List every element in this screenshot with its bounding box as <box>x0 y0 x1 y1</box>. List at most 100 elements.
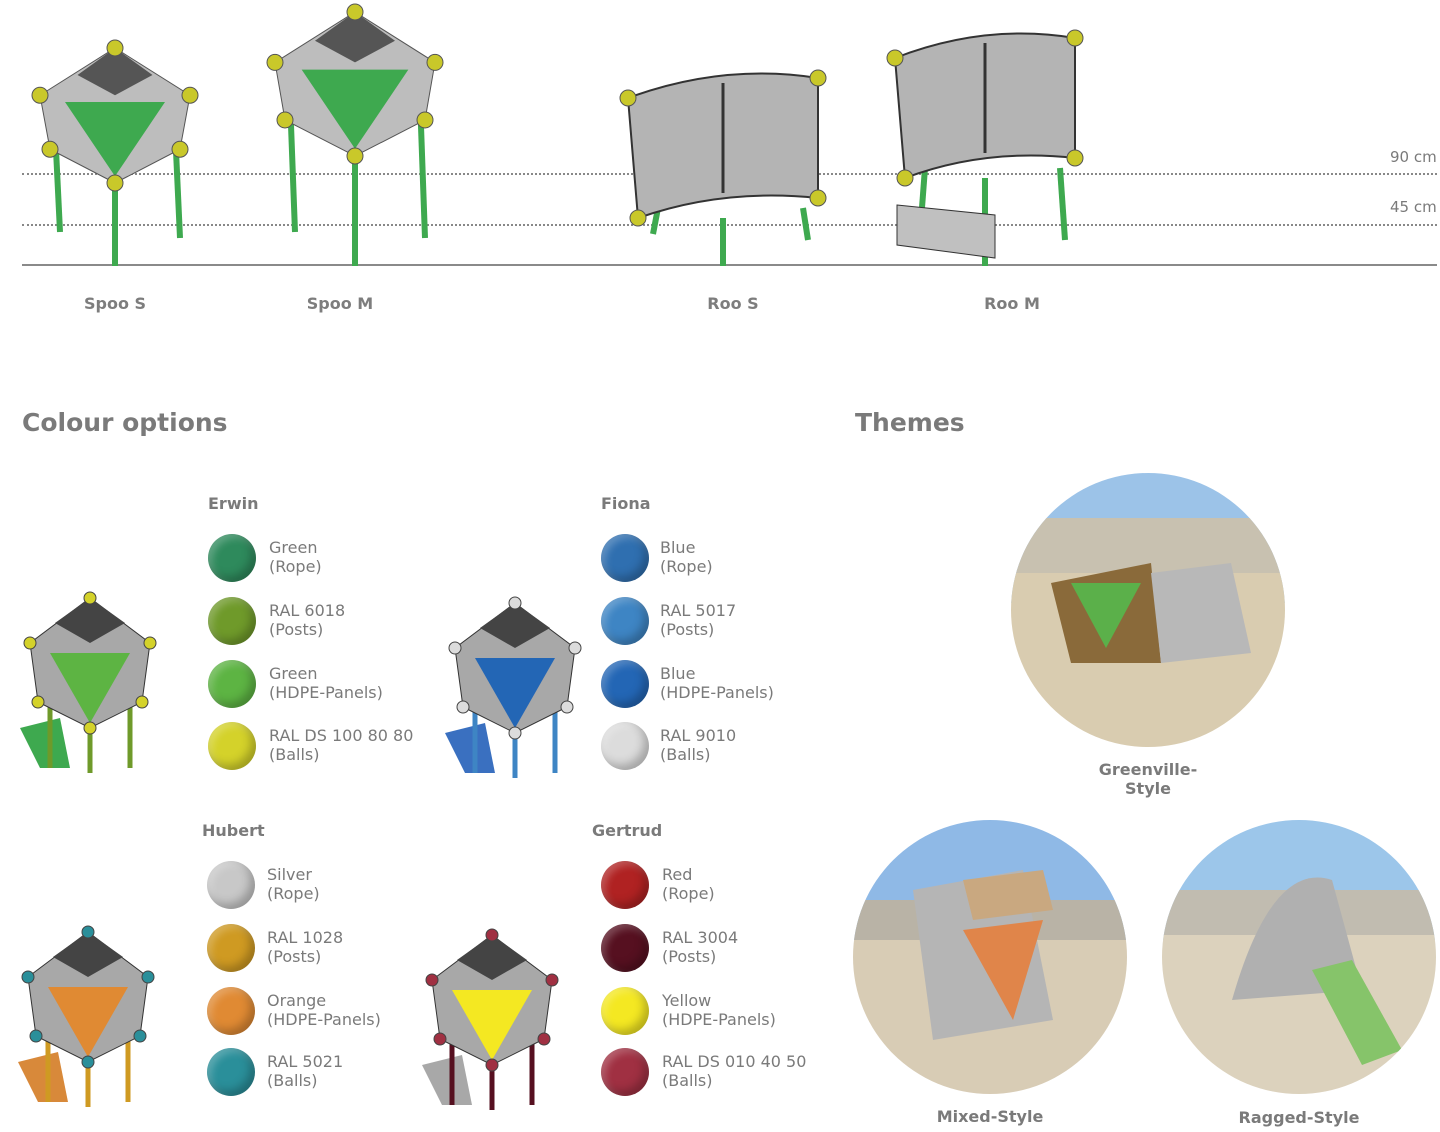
post <box>1057 167 1068 241</box>
colour-swatch <box>207 924 255 972</box>
colour-swatch <box>601 597 649 645</box>
swatch-name: RAL 1028 <box>267 928 344 947</box>
ball <box>31 86 49 104</box>
swatch-label: Orange(HDPE-Panels) <box>267 991 381 1029</box>
swatch-name: Green <box>269 538 318 557</box>
ball <box>143 636 157 650</box>
swatch-usage: (Balls) <box>267 1071 318 1090</box>
swatch-label: RAL 5021(Balls) <box>267 1052 343 1090</box>
swatch-usage: (Balls) <box>269 745 320 764</box>
swatch-label: RAL 6018(Posts) <box>269 601 345 639</box>
ball <box>41 140 59 158</box>
ball <box>416 111 434 129</box>
theme-photo-ragged[interactable] <box>1162 820 1436 1094</box>
swatch-label: Yellow(HDPE-Panels) <box>662 991 776 1029</box>
swatch-name: Yellow <box>662 991 712 1010</box>
ball <box>181 86 199 104</box>
swatch-usage: (Balls) <box>660 745 711 764</box>
product-label-spoo-s: Spoo S <box>83 294 147 313</box>
ball <box>508 596 522 610</box>
frame-panel <box>454 602 576 734</box>
ball <box>106 39 124 57</box>
ball <box>560 700 574 714</box>
height-line-45 <box>22 224 1437 226</box>
swatch-label: RAL DS 100 80 80(Balls) <box>269 726 413 764</box>
ball <box>23 636 37 650</box>
hdpe-panel <box>50 653 130 723</box>
swatch-name: RAL 3004 <box>662 928 739 947</box>
ball <box>81 1055 95 1069</box>
swatch-label: Green(HDPE-Panels) <box>269 664 383 702</box>
swatch-usage: (Rope) <box>267 884 320 903</box>
ball <box>266 53 284 71</box>
ground-line <box>22 264 1437 266</box>
group-name-hubert: Hubert <box>202 821 265 840</box>
roof-panel <box>315 12 395 63</box>
ball <box>485 928 499 942</box>
ball <box>809 69 827 87</box>
ball <box>81 925 95 939</box>
swatch-usage: (Rope) <box>269 557 322 576</box>
ball <box>485 1058 499 1072</box>
ball <box>21 970 35 984</box>
swatch-usage: (Posts) <box>267 947 322 966</box>
ball <box>537 1032 551 1046</box>
ball <box>1066 149 1084 167</box>
ball <box>619 89 637 107</box>
swatch-name: Blue <box>660 664 696 683</box>
swatch-name: Silver <box>267 865 312 884</box>
swatch-name: RAL DS 100 80 80 <box>269 726 414 745</box>
stairs <box>422 1055 472 1105</box>
height-label-45: 45 cm <box>1390 198 1437 216</box>
swatch-name: RAL 9010 <box>660 726 737 745</box>
ball <box>83 591 97 605</box>
colour-swatch <box>601 1048 649 1096</box>
themes-heading: Themes <box>855 408 965 437</box>
ball <box>896 169 914 187</box>
frame-panel <box>431 934 553 1066</box>
slide-panel <box>896 204 996 259</box>
ball <box>568 641 582 655</box>
ball <box>106 174 124 192</box>
colour-swatch <box>601 660 649 708</box>
swatch-name: Orange <box>267 991 327 1010</box>
colour-swatch <box>208 660 256 708</box>
ball <box>29 1029 43 1043</box>
ball <box>346 147 364 165</box>
colour-options-heading: Colour options <box>22 408 228 437</box>
colour-swatch <box>601 924 649 972</box>
ball <box>545 973 559 987</box>
theme-label-greenville: Greenville-Style <box>1098 760 1198 798</box>
swatch-label: Red(Rope) <box>662 865 715 903</box>
theme-photo-greenville[interactable] <box>1011 473 1285 747</box>
theme-photo-mixed[interactable] <box>853 820 1127 1094</box>
ball <box>433 1032 447 1046</box>
theme-label-mixed: Mixed-Style <box>936 1107 1044 1126</box>
swatch-usage: (HDPE-Panels) <box>662 1010 776 1029</box>
ball <box>425 973 439 987</box>
colour-swatch <box>208 534 256 582</box>
hdpe-panel <box>475 658 555 728</box>
swatch-usage: (Posts) <box>662 947 717 966</box>
swatch-name: Red <box>662 865 693 884</box>
swatch-label: Blue(Rope) <box>660 538 713 576</box>
post <box>800 207 811 241</box>
roof-panel <box>457 935 527 980</box>
colour-swatch <box>601 534 649 582</box>
colour-swatch <box>207 861 255 909</box>
colour-swatch <box>207 987 255 1035</box>
ball <box>456 700 470 714</box>
swatch-usage: (Posts) <box>269 620 324 639</box>
swatch-usage: (Posts) <box>660 620 715 639</box>
colour-swatch <box>601 987 649 1035</box>
ball <box>508 726 522 740</box>
hdpe-panel <box>65 102 165 177</box>
swatch-usage: (HDPE-Panels) <box>267 1010 381 1029</box>
product-label-roo-s: Roo S <box>707 294 759 313</box>
roof-panel <box>53 932 123 977</box>
group-name-erwin: Erwin <box>208 494 259 513</box>
frame-panel <box>27 931 149 1063</box>
colour-swatch <box>208 722 256 770</box>
swatch-label: RAL DS 010 40 50(Balls) <box>662 1052 806 1090</box>
colour-swatch <box>207 1048 255 1096</box>
